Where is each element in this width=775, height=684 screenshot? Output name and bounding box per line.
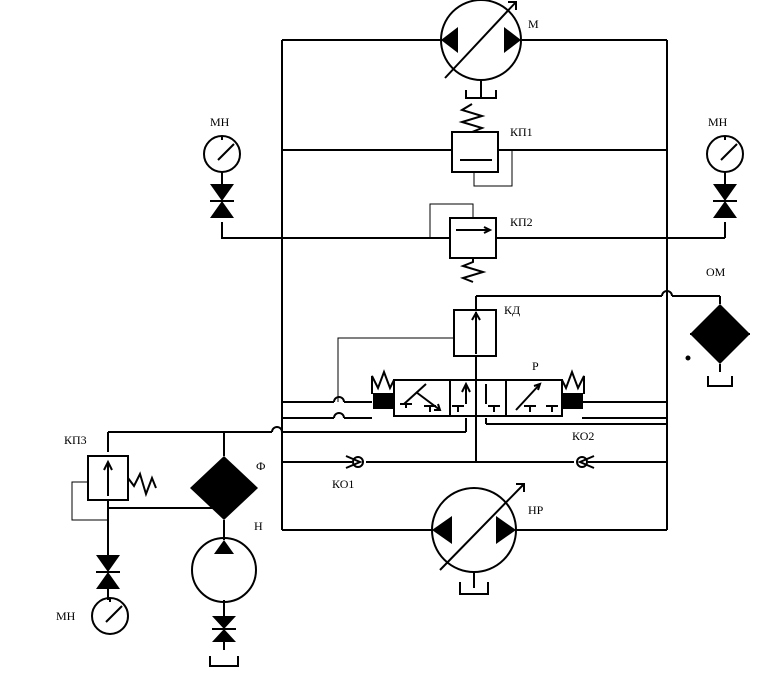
relief-valve-2: КП2 [429, 203, 533, 283]
pressure-gauge-left: МН [203, 115, 241, 218]
distributor-label: Р [532, 359, 539, 373]
filter-label: Ф [256, 459, 265, 473]
check-valve-1: КО1 [332, 455, 364, 491]
distributor: Р [371, 359, 585, 417]
check-valve-2-label: КО2 [572, 429, 594, 443]
pressure-gauge-left-label: МН [210, 115, 230, 129]
pressure-gauge-right-label: МН [708, 115, 728, 129]
filter: Ф [190, 456, 265, 520]
relief-valve-2-label: КП2 [510, 215, 533, 229]
check-valve-2: КО2 [572, 429, 595, 469]
variable-pump: НР [431, 483, 544, 595]
motor-symbol: М [440, 0, 539, 99]
check-valve-1-label: КО1 [332, 477, 354, 491]
pump: Н [191, 519, 263, 667]
pipelines [71, 39, 726, 650]
cooler-label: ОМ [706, 265, 726, 279]
pressure-gauge-bottom: МН [56, 555, 129, 635]
motor-label: М [528, 17, 539, 31]
pump-label: Н [254, 519, 263, 533]
relief-valve-1: КП1 [451, 103, 533, 187]
pressure-gauge-right: МН [706, 115, 744, 218]
relief-valve-1-label: КП1 [510, 125, 533, 139]
throttle-valve: КД [453, 303, 520, 357]
relief-valve-3-label: КП3 [64, 433, 87, 447]
cooler: ОМ [685, 265, 750, 387]
relief-valve-3: КП3 [64, 433, 157, 501]
throttle-valve-label: КД [504, 303, 520, 317]
variable-pump-label: НР [528, 503, 544, 517]
pressure-gauge-bottom-label: МН [56, 609, 76, 623]
